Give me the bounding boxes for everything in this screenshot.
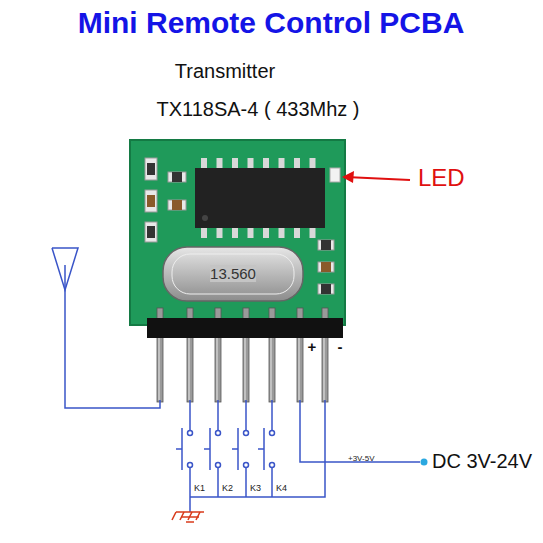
- ic-chip: [195, 168, 325, 228]
- led-arrow: [346, 177, 410, 180]
- switch-label: K4: [276, 483, 287, 493]
- crystal-marking: 13.560: [210, 265, 256, 282]
- wires: [52, 248, 420, 512]
- switch-label-slot: K1: [194, 477, 205, 495]
- terminal-dot: [421, 459, 428, 466]
- led-label: LED: [418, 164, 465, 191]
- title: Mini Remote Control PCBA: [78, 6, 465, 39]
- pin-polarity-slot: -: [338, 338, 343, 356]
- model-label: TX118SA-4 ( 433Mhz ): [156, 98, 359, 120]
- ground-symbol: [172, 512, 204, 522]
- led-component: [330, 168, 340, 182]
- switch-label-slot: K3: [250, 477, 261, 495]
- voltage-note-slot: +3V-5V: [348, 447, 374, 465]
- subtitle-slot: Transmitter: [175, 60, 275, 82]
- voltage-note: +3V-5V: [348, 454, 374, 463]
- pin-header: [147, 318, 343, 338]
- crystal: [163, 247, 303, 301]
- pin-polarity-slot: +: [308, 338, 317, 356]
- led-arrowhead: [342, 171, 354, 183]
- push-switches: [176, 400, 275, 497]
- subtitle: Transmitter: [175, 60, 275, 82]
- switch-label: K1: [194, 483, 205, 493]
- switch-label: K2: [222, 483, 233, 493]
- pin-polarity: +: [308, 338, 317, 355]
- pcb-board: [130, 140, 345, 325]
- model-label-slot: TX118SA-4 ( 433Mhz ): [156, 98, 359, 120]
- supply-label: DC 3V-24V: [432, 450, 532, 472]
- switch-label: K3: [250, 483, 261, 493]
- crystal-marking-slot: 13.560: [210, 265, 256, 283]
- supply-label-slot: DC 3V-24V: [432, 450, 532, 472]
- switch-label-slot: K4: [276, 477, 287, 495]
- ic-dot: [202, 215, 208, 221]
- switch-label-slot: K2: [222, 477, 233, 495]
- title-slot: Mini Remote Control PCBA: [78, 6, 465, 39]
- crystal-rim: [172, 254, 294, 294]
- pin-polarity: -: [338, 338, 343, 355]
- led-label-slot: LED: [418, 165, 465, 191]
